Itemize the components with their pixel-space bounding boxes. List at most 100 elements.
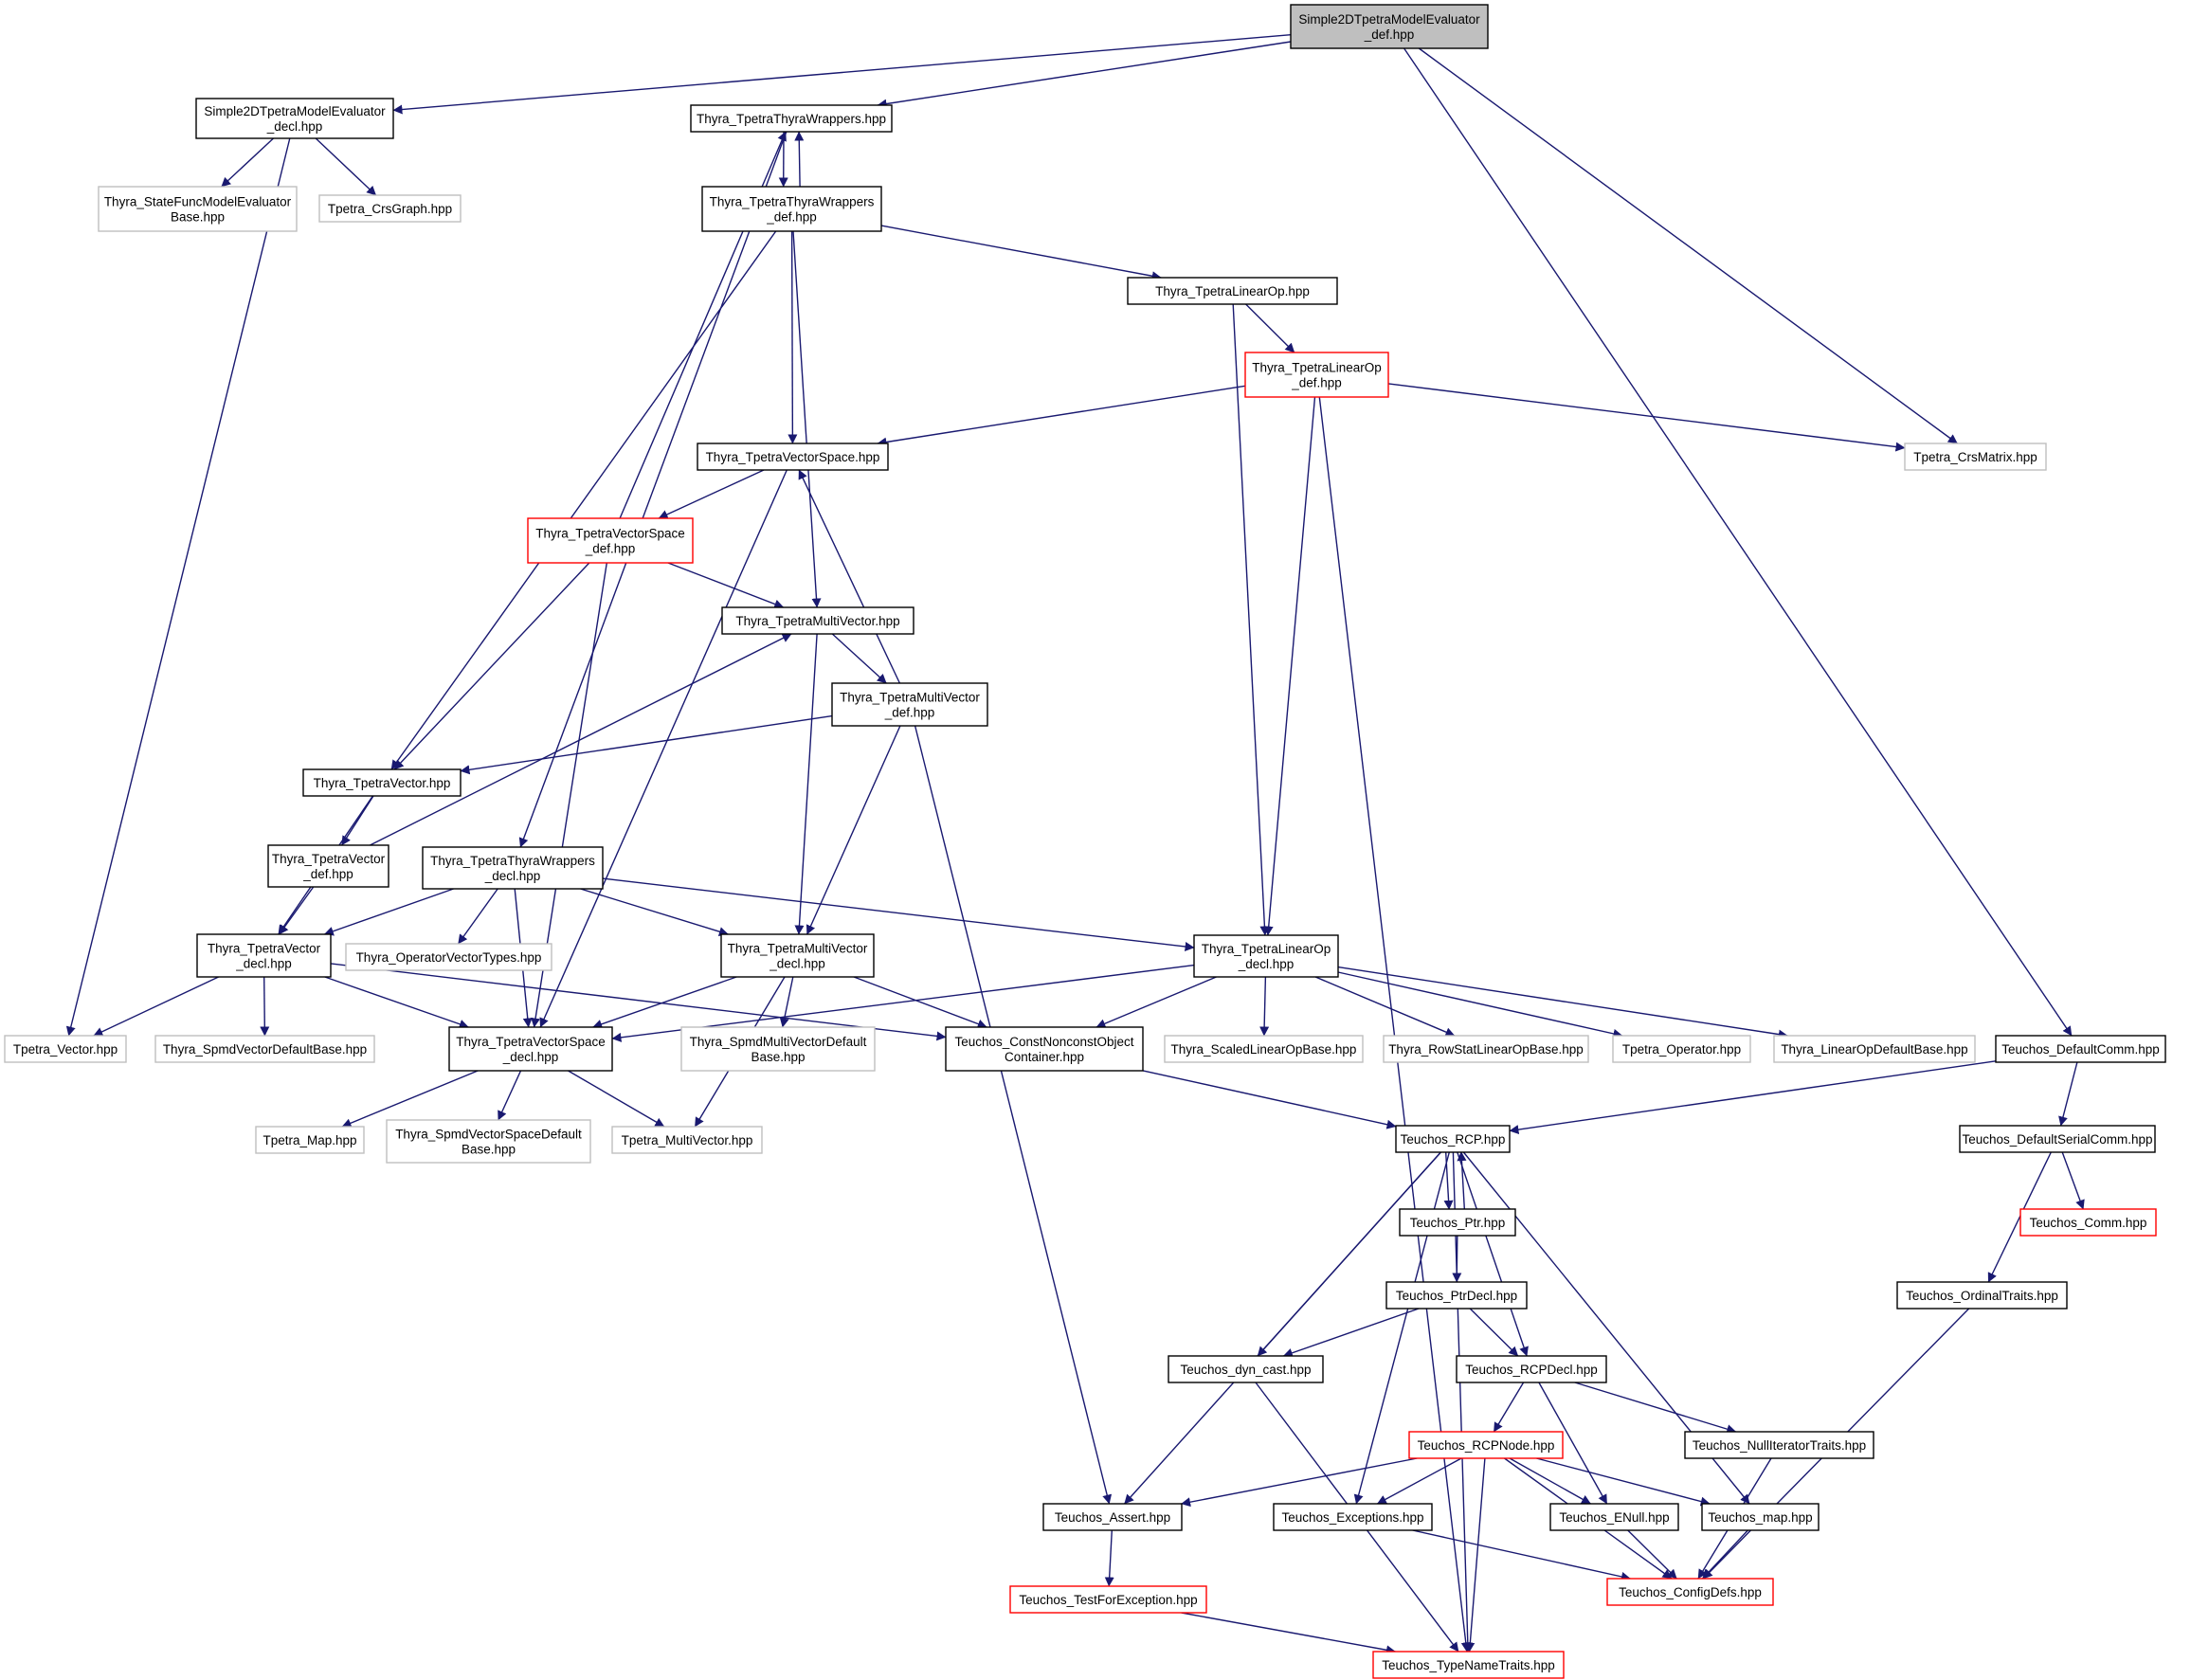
- node-box: [680, 1026, 876, 1072]
- node-s2d_decl[interactable]: Simple2DTpetraModelEvaluator_decl.hpp: [195, 98, 394, 139]
- node-tnt[interactable]: Teuchos_TypeNameTraits.hpp: [1372, 1651, 1565, 1679]
- node-tpop: Tpetra_Operator.hpp: [1612, 1035, 1751, 1063]
- node-label: Thyra_TpetraThyraWrappers: [710, 195, 875, 209]
- node-label: Thyra_TpetraVector.hpp: [314, 776, 451, 790]
- node-label: Tpetra_Map.hpp: [263, 1133, 356, 1147]
- node-label: Teuchos_PtrDecl.hpp: [1396, 1289, 1517, 1303]
- node-label: Tpetra_CrsMatrix.hpp: [1913, 450, 2037, 464]
- node-label: Thyra_SpmdMultiVectorDefault: [690, 1035, 867, 1049]
- edge-tlo_decl-to-lodb: [1337, 966, 1788, 1039]
- edge-root-to-s2d_decl: [392, 34, 1292, 115]
- edge-tv_def-to-tv_decl: [279, 886, 315, 935]
- node-label: _def.hpp: [1364, 27, 1415, 42]
- node-label: Teuchos_Assert.hpp: [1055, 1510, 1170, 1525]
- node-enull[interactable]: Teuchos_ENull.hpp: [1549, 1503, 1679, 1531]
- node-label: _decl.hpp: [484, 869, 541, 883]
- node-label: Teuchos_DefaultComm.hpp: [2001, 1042, 2160, 1057]
- node-rcpdecl[interactable]: Teuchos_RCPDecl.hpp: [1456, 1355, 1607, 1383]
- node-box: [1896, 1281, 2068, 1310]
- node-box: [267, 844, 389, 888]
- node-nullit[interactable]: Teuchos_NullIteratorTraits.hpp: [1684, 1431, 1874, 1459]
- edge-tmv_def-to-tvs: [798, 469, 901, 684]
- node-confdefs[interactable]: Teuchos_ConfigDefs.hpp: [1606, 1578, 1774, 1606]
- node-rcpnode[interactable]: Teuchos_RCPNode.hpp: [1408, 1431, 1564, 1459]
- edge-s2d_decl-to-tpvec: [65, 137, 291, 1037]
- node-tvs_def[interactable]: Thyra_TpetraVectorSpace_def.hpp: [527, 517, 694, 564]
- node-tmv_decl[interactable]: Thyra_TpetraMultiVector_decl.hpp: [720, 933, 875, 978]
- node-tvs[interactable]: Thyra_TpetraVectorSpace.hpp: [697, 443, 889, 471]
- node-box: [1773, 1035, 1976, 1063]
- node-tv_decl[interactable]: Thyra_TpetraVector_decl.hpp: [196, 933, 332, 978]
- node-label: Teuchos_dyn_cast.hpp: [1180, 1363, 1311, 1377]
- node-ptr[interactable]: Teuchos_Ptr.hpp: [1399, 1208, 1516, 1237]
- node-box: [448, 1026, 613, 1072]
- edge-tlo-to-tlo_def: [1245, 303, 1295, 353]
- node-exc[interactable]: Teuchos_Exceptions.hpp: [1273, 1503, 1433, 1531]
- node-box: [945, 1026, 1144, 1072]
- node-dscomm[interactable]: Teuchos_DefaultSerialComm.hpp: [1959, 1125, 2156, 1153]
- node-box: [302, 768, 462, 797]
- node-box: [422, 846, 604, 890]
- node-tvs_decl[interactable]: Thyra_TpetraVectorSpace_decl.hpp: [448, 1026, 613, 1072]
- node-ptrdecl[interactable]: Teuchos_PtrDecl.hpp: [1385, 1281, 1528, 1310]
- node-label: _def.hpp: [1291, 376, 1342, 390]
- node-label: Thyra_TpetraMultiVector: [840, 691, 980, 705]
- node-root[interactable]: Simple2DTpetraModelEvaluator_def.hpp: [1290, 4, 1489, 49]
- node-box: [345, 943, 552, 971]
- node-box: [1456, 1355, 1607, 1383]
- edge-tmv-to-tmv_decl: [794, 633, 818, 935]
- node-tfe[interactable]: Teuchos_TestForException.hpp: [1009, 1585, 1207, 1614]
- node-tmv[interactable]: Thyra_TpetraMultiVector.hpp: [721, 606, 914, 635]
- node-label: Simple2DTpetraModelEvaluator: [204, 104, 386, 118]
- node-box: [1383, 1035, 1589, 1063]
- node-ttw[interactable]: Thyra_TpetraThyraWrappers.hpp: [690, 104, 893, 133]
- node-box: [154, 1035, 375, 1063]
- edge-dcomm-to-dscomm: [2058, 1061, 2078, 1127]
- node-box: [1904, 443, 2047, 471]
- node-label: _decl.hpp: [266, 119, 323, 134]
- node-dcomm[interactable]: Teuchos_DefaultComm.hpp: [1995, 1035, 2166, 1063]
- edge-tlo_def-to-tvs: [877, 385, 1246, 447]
- node-tv[interactable]: Thyra_TpetraVector.hpp: [302, 768, 462, 797]
- node-box: [690, 104, 893, 133]
- node-assert[interactable]: Teuchos_Assert.hpp: [1042, 1503, 1183, 1531]
- edges-layer: [65, 34, 2085, 1655]
- node-label: Thyra_TpetraVector: [208, 942, 321, 956]
- node-dyncast[interactable]: Teuchos_dyn_cast.hpp: [1168, 1355, 1324, 1383]
- node-box: [1684, 1431, 1874, 1459]
- node-label: Thyra_ScaledLinearOpBase.hpp: [1171, 1042, 1357, 1057]
- node-label: Thyra_TpetraVectorSpace: [456, 1035, 606, 1049]
- node-tlo_decl[interactable]: Thyra_TpetraLinearOp_decl.hpp: [1193, 934, 1339, 978]
- node-box: [721, 606, 914, 635]
- node-ordtr[interactable]: Teuchos_OrdinalTraits.hpp: [1896, 1281, 2068, 1310]
- node-label: _def.hpp: [585, 542, 636, 556]
- node-tlo_def[interactable]: Thyra_TpetraLinearOp_def.hpp: [1244, 352, 1389, 398]
- edge-ttw_decl-to-opvt: [458, 888, 498, 945]
- node-box: [1168, 1355, 1324, 1383]
- node-comm[interactable]: Teuchos_Comm.hpp: [2019, 1208, 2157, 1237]
- node-ttw_decl[interactable]: Thyra_TpetraThyraWrappers_decl.hpp: [422, 846, 604, 890]
- node-tv_def[interactable]: Thyra_TpetraVector_def.hpp: [267, 844, 389, 888]
- node-box: [98, 186, 298, 232]
- node-box: [1701, 1503, 1820, 1531]
- node-crsgraph: Tpetra_CrsGraph.hpp: [318, 194, 462, 223]
- node-tmv_def[interactable]: Thyra_TpetraMultiVector_def.hpp: [831, 682, 988, 727]
- node-label: Base.hpp: [171, 210, 225, 225]
- edge-root-to-dcomm: [1403, 47, 2073, 1037]
- edge-tfe-to-tnt: [1181, 1612, 1396, 1655]
- node-tmap[interactable]: Teuchos_map.hpp: [1701, 1503, 1820, 1531]
- edge-ttw-to-ttw_decl: [518, 131, 788, 848]
- node-ttw_def[interactable]: Thyra_TpetraThyraWrappers_def.hpp: [701, 186, 882, 232]
- node-lodb: Thyra_LinearOpDefaultBase.hpp: [1773, 1035, 1976, 1063]
- edge-enull-to-confdefs: [1627, 1529, 1677, 1580]
- node-label: Teuchos_DefaultSerialComm.hpp: [1962, 1132, 2152, 1147]
- node-opvt: Thyra_OperatorVectorTypes.hpp: [345, 943, 552, 971]
- node-rcp[interactable]: Teuchos_RCP.hpp: [1395, 1125, 1511, 1153]
- node-tlo[interactable]: Thyra_TpetraLinearOp.hpp: [1127, 277, 1338, 305]
- node-label: Thyra_TpetraThyraWrappers: [430, 854, 595, 868]
- node-box: [1127, 277, 1338, 305]
- node-box: [386, 1119, 591, 1164]
- edge-rcpnode-to-enull: [1509, 1457, 1591, 1505]
